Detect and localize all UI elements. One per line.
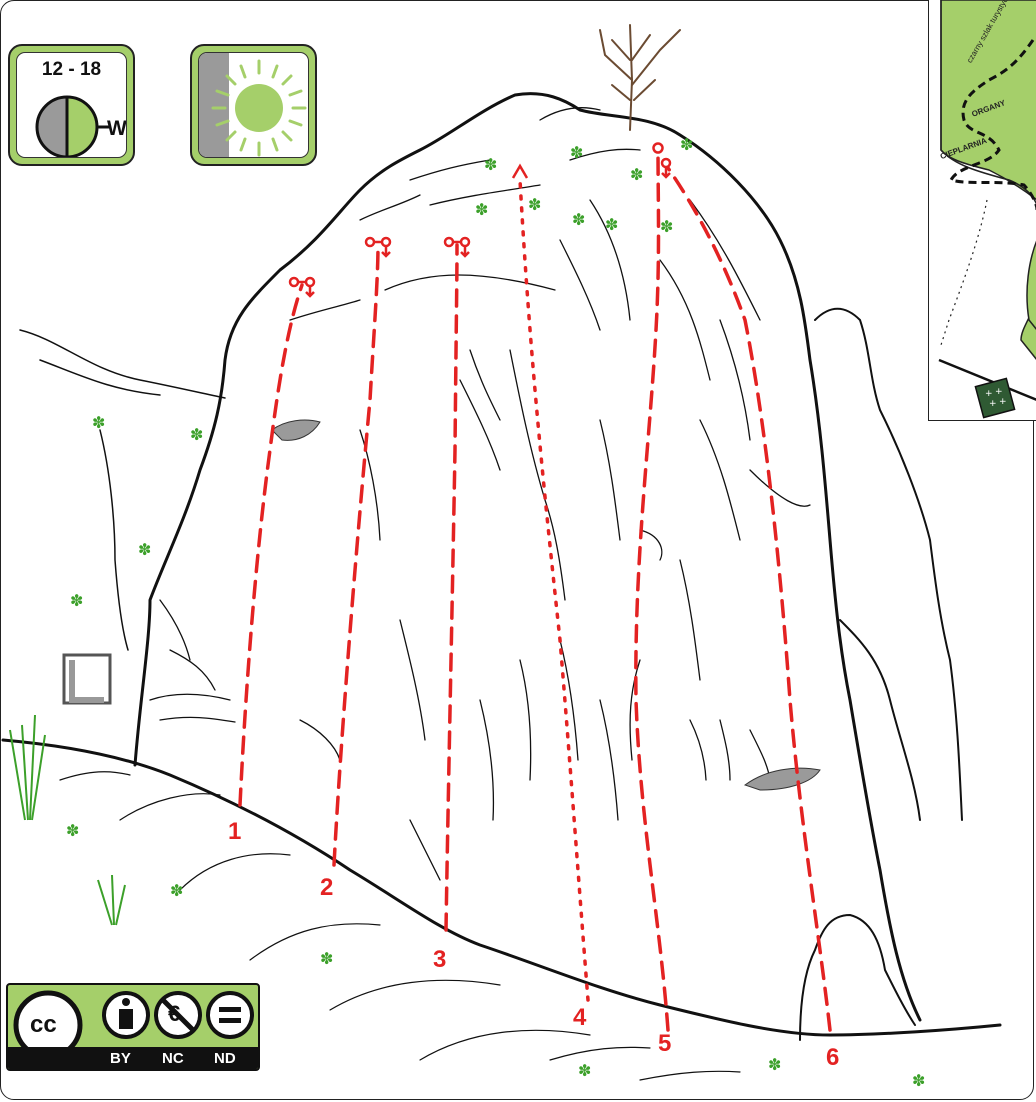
route-number-2: 2	[320, 874, 333, 902]
svg-text:✽: ✽	[320, 949, 333, 968]
svg-text:+: +	[995, 387, 1003, 397]
route-number-1: 1	[228, 818, 241, 846]
sun-icon	[199, 53, 309, 158]
svg-text:✽: ✽	[578, 1061, 591, 1080]
route-line-2	[334, 245, 378, 865]
svg-text:✽: ✽	[66, 821, 79, 840]
location-minimap: ++++ czarny szlak turystyczny ORGANY CIE…	[928, 0, 1036, 421]
svg-text:✽: ✽	[630, 165, 643, 184]
forest-icon	[975, 378, 1014, 417]
license-nc: NC	[162, 1050, 184, 1067]
overhang-shadow	[745, 768, 820, 790]
descent-marker	[64, 655, 110, 703]
svg-text:✽: ✽	[528, 195, 541, 214]
exposure-badge	[190, 44, 317, 166]
cc-license-badge: cc € BY NC ND	[6, 983, 260, 1071]
svg-text:✽: ✽	[768, 1055, 781, 1074]
euro-icon: €	[168, 1001, 180, 1027]
svg-text:✽: ✽	[190, 425, 203, 444]
route-line-5	[636, 150, 668, 1030]
license-nd: ND	[214, 1050, 236, 1067]
license-by: BY	[110, 1050, 131, 1067]
route-anchor-4	[513, 166, 527, 178]
route-number-4: 4	[573, 1004, 586, 1032]
route-line-4	[520, 180, 588, 1000]
route-number-3: 3	[433, 946, 446, 974]
route-anchor-5	[654, 144, 663, 153]
svg-text:✽: ✽	[570, 143, 583, 162]
svg-text:+: +	[999, 397, 1007, 407]
svg-text:✽: ✽	[572, 210, 585, 229]
route-number-6: 6	[826, 1044, 839, 1072]
exposure-inner	[198, 52, 309, 158]
sun-hours-badge: 12 - 18 W	[8, 44, 135, 166]
overhang-shadow	[272, 420, 320, 440]
svg-text:✽: ✽	[912, 1071, 925, 1090]
rock-outline	[135, 94, 920, 1020]
svg-text:✽: ✽	[484, 155, 497, 174]
svg-text:+: +	[985, 389, 993, 399]
svg-text:+: +	[989, 399, 997, 409]
svg-text:✽: ✽	[475, 200, 488, 219]
svg-text:✽: ✽	[605, 215, 618, 234]
route-line-3	[446, 245, 457, 930]
license-bar: BY NC ND	[8, 1047, 258, 1069]
svg-text:✽: ✽	[70, 591, 83, 610]
route-number-5: 5	[658, 1030, 671, 1058]
orientation-label: W	[107, 117, 127, 141]
minimap-drawing: ++++	[929, 0, 1036, 420]
sun-hours-inner: 12 - 18 W	[16, 52, 127, 158]
svg-text:✽: ✽	[138, 540, 151, 559]
svg-text:✽: ✽	[680, 135, 693, 154]
svg-text:✽: ✽	[92, 413, 105, 432]
cc-logo: cc	[30, 1011, 57, 1039]
svg-text:✽: ✽	[660, 217, 673, 236]
svg-text:✽: ✽	[170, 881, 183, 900]
route-line-1	[240, 285, 302, 805]
compass-icon	[17, 53, 127, 158]
